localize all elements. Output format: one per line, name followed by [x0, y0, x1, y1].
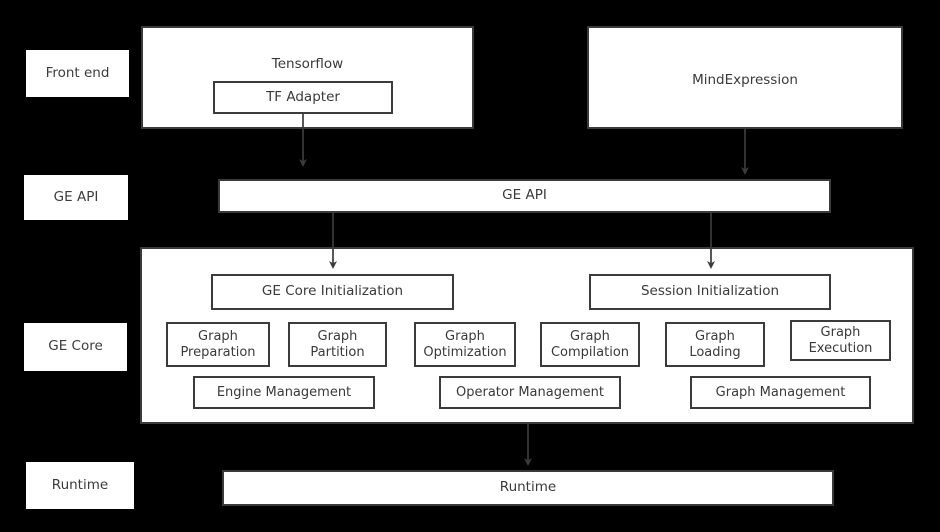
module-graph-execution-label: Graph Execution [808, 325, 873, 356]
session-initialization-box[interactable]: Session Initialization [589, 274, 831, 310]
ge-api-bar-label: GE API [502, 187, 547, 204]
runtime-bar-label: Runtime [499, 479, 557, 496]
frontend-mindexpression-container: MindExpression [587, 26, 903, 129]
stage-label-front-end: Front end [26, 50, 129, 97]
module-graph-compilation-label: Graph Compilation [550, 329, 630, 360]
manager-graph-management-label: Graph Management [715, 384, 846, 400]
manager-graph-management[interactable]: Graph Management [690, 376, 871, 409]
manager-engine-management[interactable]: Engine Management [193, 376, 375, 409]
ge-core-initialization-label: GE Core Initialization [261, 283, 404, 300]
ge-api-bar[interactable]: GE API [218, 179, 831, 213]
module-graph-preparation[interactable]: Graph Preparation [166, 322, 270, 367]
stage-label-ge-api: GE API [24, 175, 128, 220]
stage-label-runtime: Runtime [26, 462, 134, 509]
stage-label-front-end-text: Front end [45, 64, 110, 81]
runtime-bar[interactable]: Runtime [222, 470, 834, 506]
module-graph-loading[interactable]: Graph Loading [665, 322, 765, 367]
module-graph-compilation[interactable]: Graph Compilation [540, 322, 640, 367]
manager-operator-management[interactable]: Operator Management [439, 376, 621, 409]
ge-core-initialization-box[interactable]: GE Core Initialization [211, 274, 454, 310]
frontend-tf-adapter-label: TF Adapter [266, 88, 340, 105]
stage-label-runtime-text: Runtime [51, 476, 109, 493]
module-graph-partition-label: Graph Partition [310, 329, 365, 360]
stage-label-ge-core: GE Core [24, 323, 127, 371]
module-graph-optimization-label: Graph Optimization [423, 329, 507, 360]
module-graph-preparation-label: Graph Preparation [180, 329, 256, 360]
manager-engine-management-label: Engine Management [216, 384, 352, 400]
module-graph-loading-label: Graph Loading [689, 329, 741, 360]
frontend-tf-adapter-box[interactable]: TF Adapter [213, 81, 393, 114]
session-initialization-label: Session Initialization [640, 283, 780, 300]
frontend-tensorflow-title: Tensorflow [271, 56, 344, 72]
module-graph-partition[interactable]: Graph Partition [288, 322, 387, 367]
frontend-mindexpression-title: MindExpression [692, 72, 798, 88]
module-graph-execution[interactable]: Graph Execution [790, 320, 891, 361]
module-graph-optimization[interactable]: Graph Optimization [414, 322, 516, 367]
stage-label-ge-core-text: GE Core [48, 338, 103, 355]
stage-label-ge-api-text: GE API [53, 188, 99, 205]
manager-operator-management-label: Operator Management [456, 384, 604, 400]
